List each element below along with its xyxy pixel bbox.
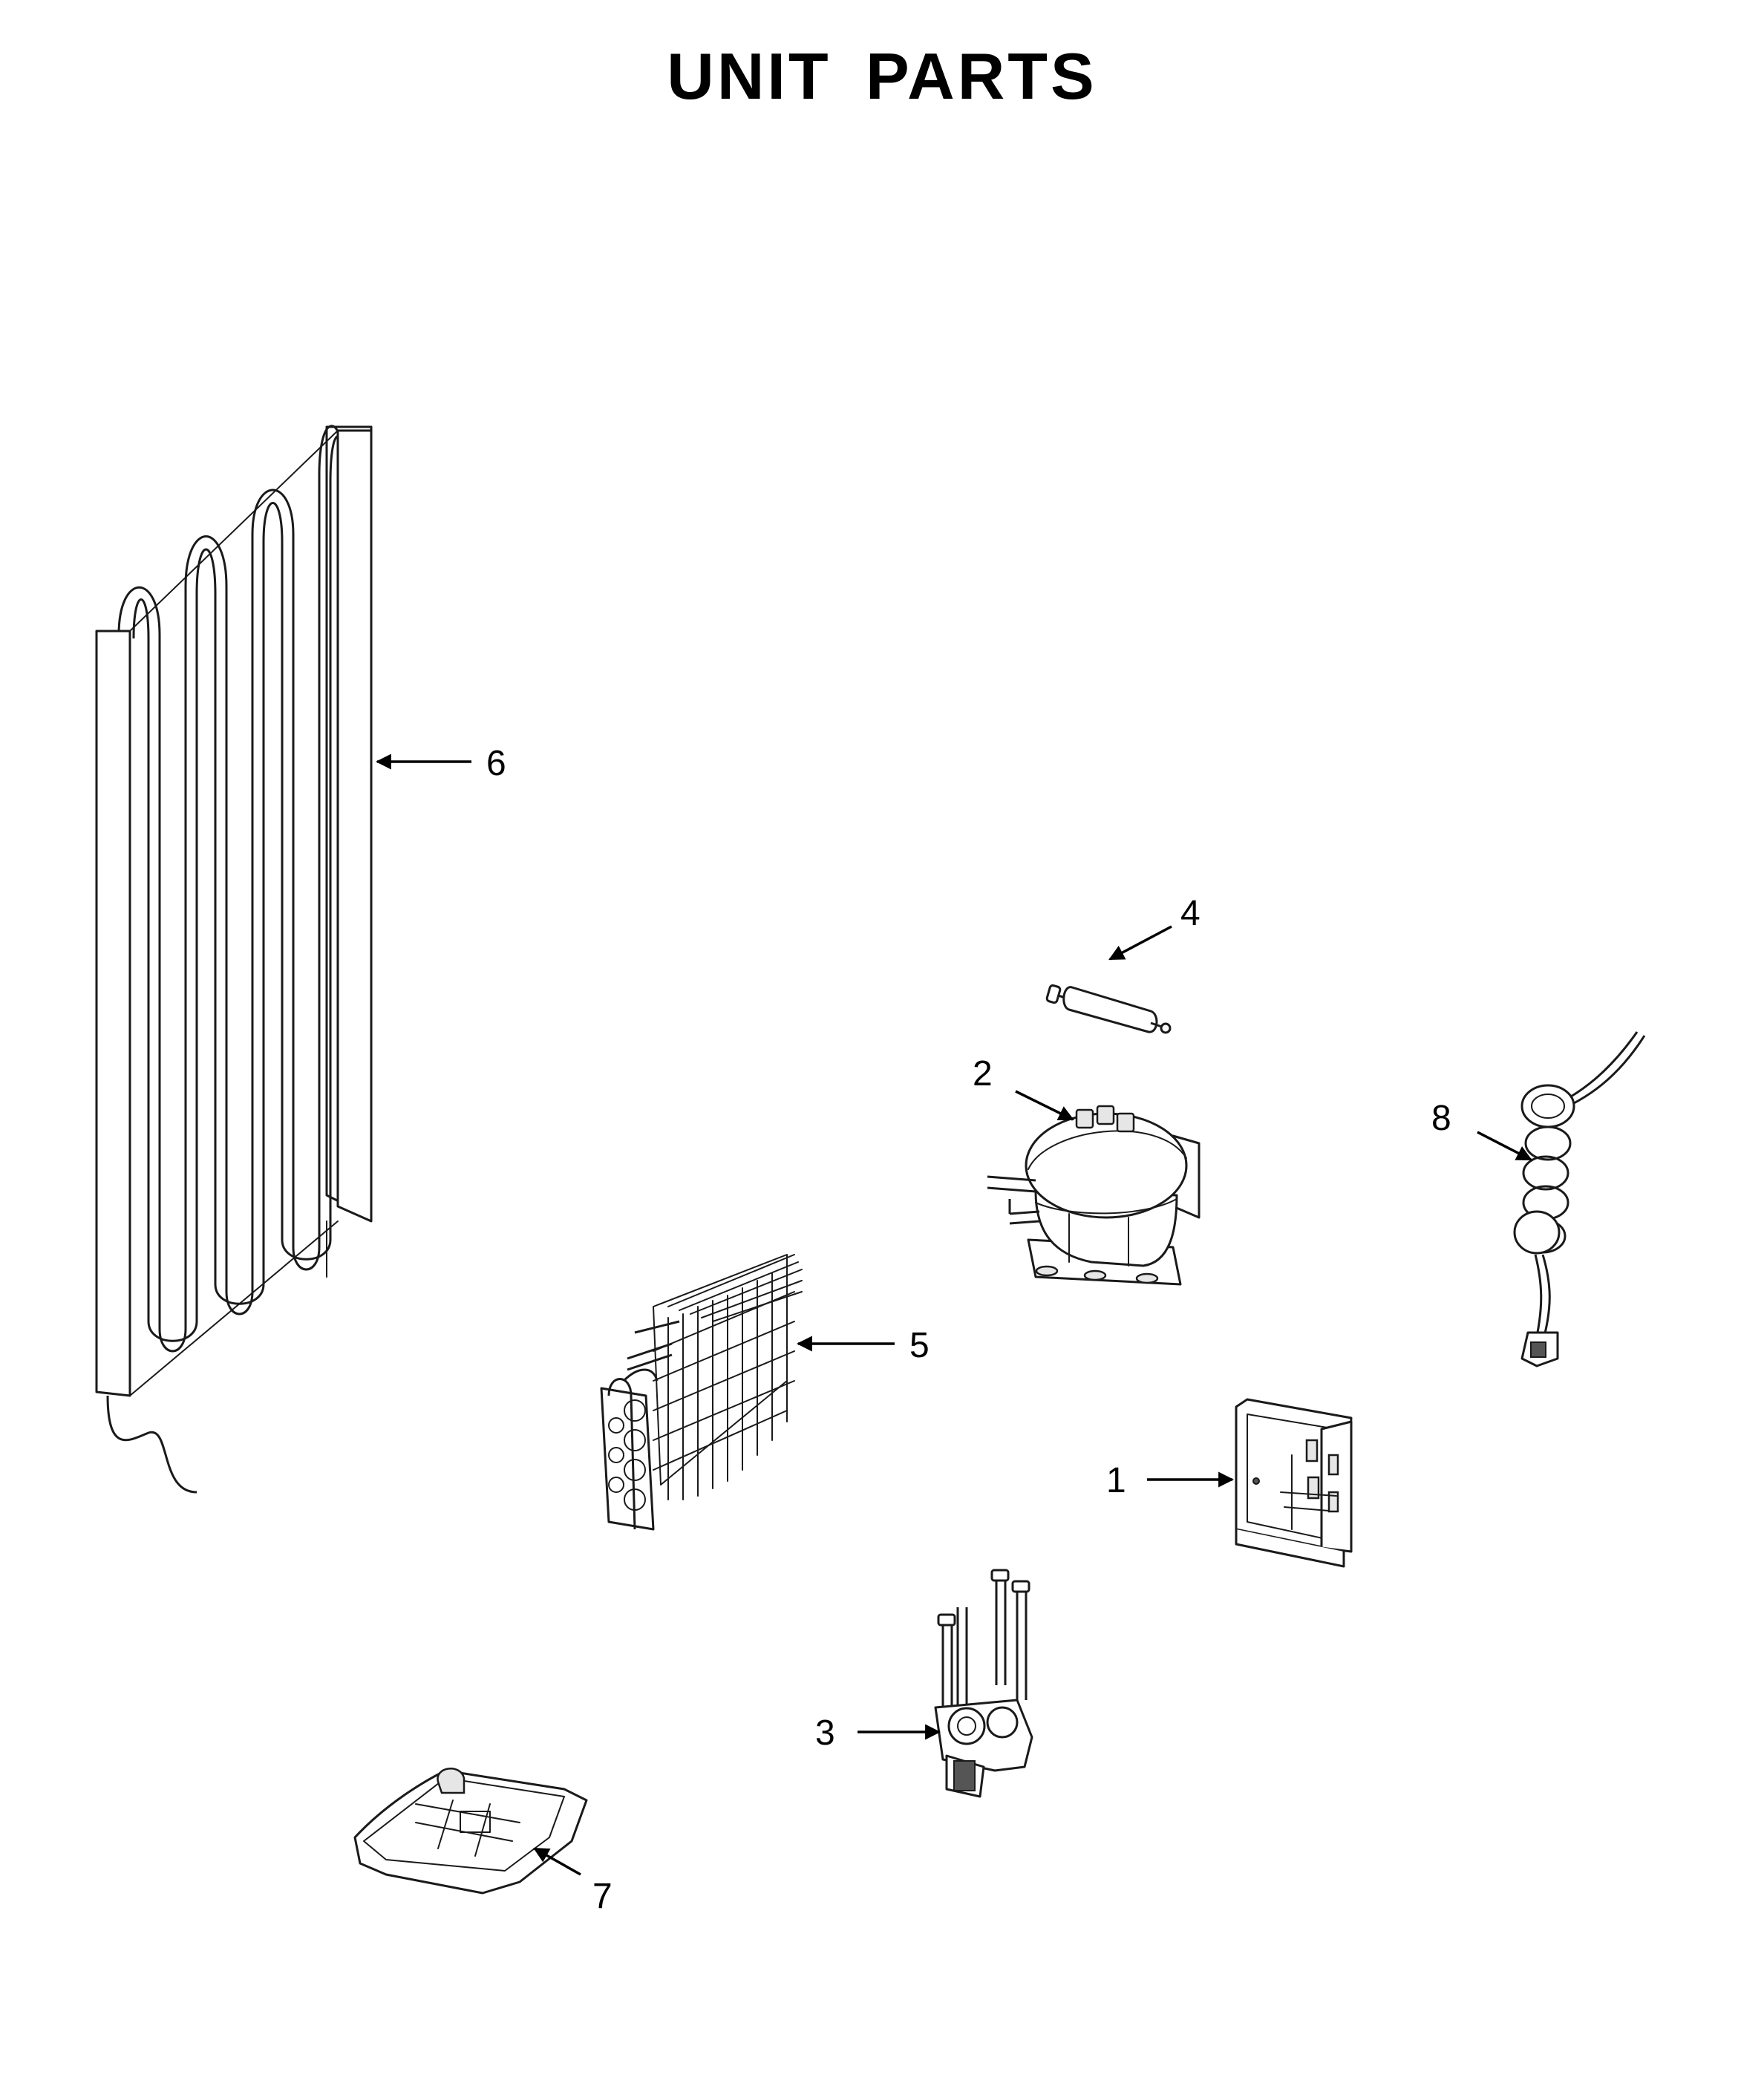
leader-2 bbox=[1016, 1091, 1074, 1120]
callout-8: 8 bbox=[1431, 1099, 1451, 1138]
control-box-part-1[interactable] bbox=[1236, 1399, 1351, 1566]
callout-2: 2 bbox=[973, 1054, 993, 1094]
callout-3: 3 bbox=[815, 1713, 835, 1753]
page-title: UNIT PARTS bbox=[667, 39, 1097, 113]
callout-7: 7 bbox=[592, 1877, 612, 1916]
filter-drier-part-4[interactable] bbox=[1046, 984, 1170, 1033]
drain-pan-part-7[interactable] bbox=[355, 1768, 587, 1893]
compressor-part-2[interactable] bbox=[987, 1106, 1199, 1284]
callout-6: 6 bbox=[486, 744, 506, 783]
callout-leaders bbox=[375, 754, 1532, 1875]
callout-labels: 6 4 2 8 5 1 3 7 bbox=[486, 744, 1451, 1916]
callout-1: 1 bbox=[1106, 1461, 1126, 1500]
leader-8 bbox=[1477, 1132, 1532, 1160]
leader-4 bbox=[1108, 926, 1172, 959]
callout-5: 5 bbox=[909, 1326, 930, 1365]
callout-4: 4 bbox=[1180, 894, 1200, 933]
leader-7 bbox=[533, 1849, 581, 1875]
power-cord-part-8[interactable] bbox=[1515, 1032, 1644, 1366]
evaporator-part-5[interactable] bbox=[601, 1255, 802, 1529]
valve-assembly-part-3[interactable] bbox=[935, 1570, 1032, 1797]
condenser-part-6[interactable] bbox=[97, 426, 371, 1492]
